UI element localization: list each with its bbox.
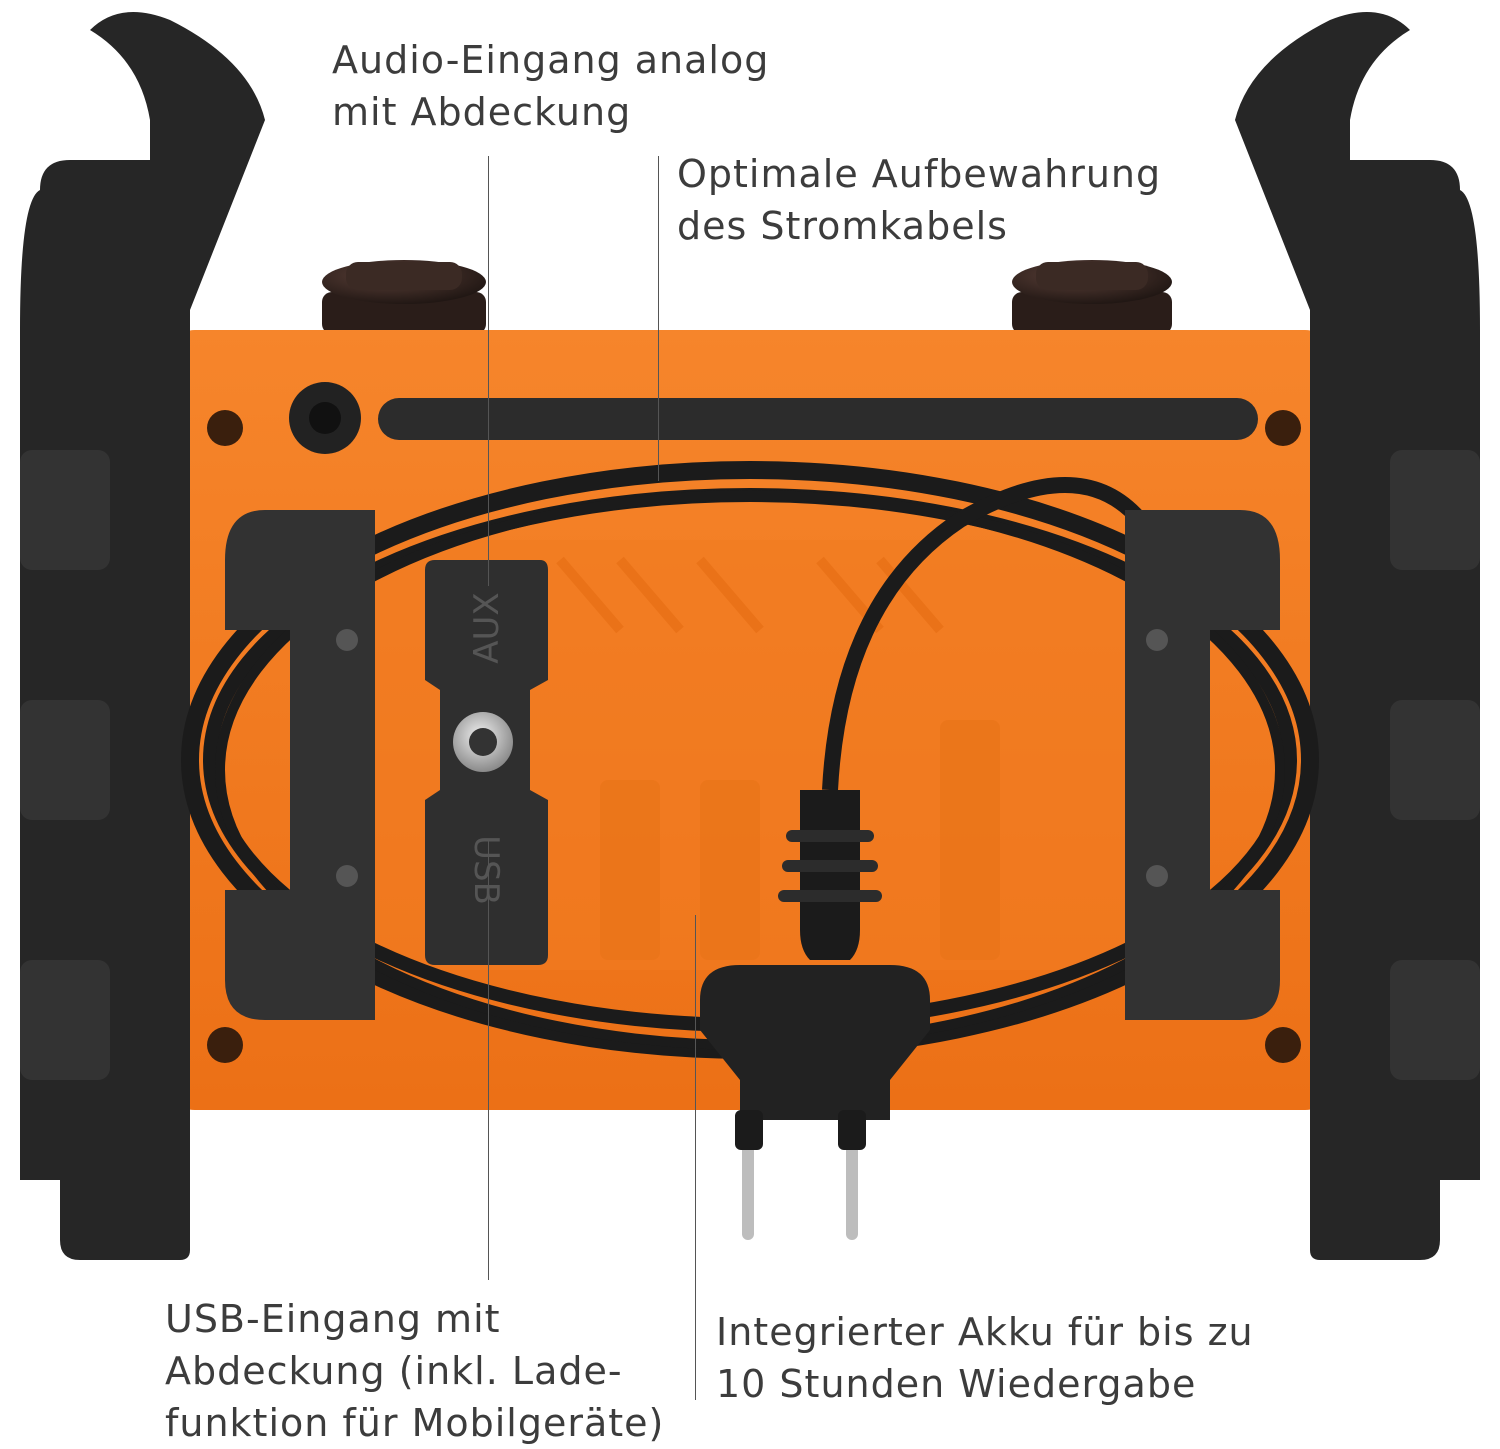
- cable-clip-right: [1125, 510, 1280, 1020]
- volume-knob-left: [322, 260, 486, 334]
- left-rubber-frame: [20, 12, 265, 1260]
- usb-label: USB: [466, 835, 506, 905]
- mount-holes: [207, 410, 1301, 1063]
- callout-usb-input: USB-Eingang mit Abdeckung (inkl. Lade- f…: [165, 1293, 664, 1449]
- aux-label: AUX: [467, 592, 507, 663]
- tuning-knob-right: [1012, 260, 1172, 334]
- leader-line-cable-storage: [658, 156, 659, 481]
- port-cover: [425, 560, 548, 965]
- leader-line-battery: [695, 915, 696, 1400]
- leader-line-usb-input: [488, 840, 489, 1280]
- callout-battery-line2: 10 Stunden Wiedergabe: [716, 1362, 1197, 1406]
- cable-clip-left: [225, 510, 375, 1020]
- callout-usb-input-line3: funktion für Mobilgeräte): [165, 1401, 665, 1445]
- callout-cable-storage-line2: des Stromkabels: [677, 204, 1008, 248]
- callout-audio-input-line1: Audio-Eingang analog: [332, 38, 770, 82]
- callout-audio-input-line2: mit Abdeckung: [332, 90, 632, 134]
- callout-battery: Integrierter Akku für bis zu 10 Stunden …: [716, 1306, 1254, 1410]
- callout-cable-storage-line1: Optimale Aufbewahrung: [677, 152, 1162, 196]
- right-rubber-frame: [1235, 12, 1480, 1260]
- callout-usb-input-line2: Abdeckung (inkl. Lade-: [165, 1349, 623, 1393]
- callout-cable-storage: Optimale Aufbewahrung des Stromkabels: [677, 148, 1161, 252]
- callout-usb-input-line1: USB-Eingang mit: [165, 1297, 501, 1341]
- callout-audio-input: Audio-Eingang analog mit Abdeckung: [332, 34, 769, 138]
- antenna: [289, 382, 1258, 454]
- leader-line-audio-input: [488, 156, 489, 586]
- callout-battery-line1: Integrierter Akku für bis zu: [716, 1310, 1254, 1354]
- power-plug: [700, 790, 930, 1240]
